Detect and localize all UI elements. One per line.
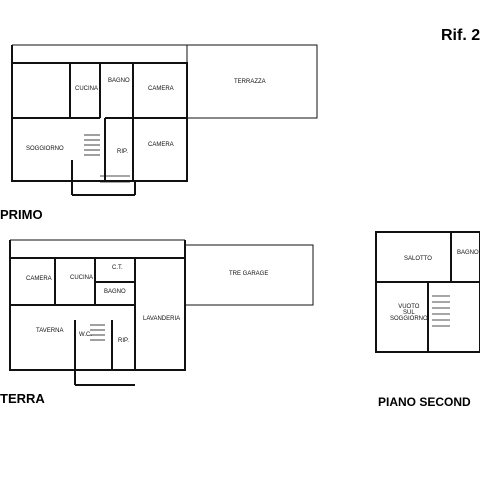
room-label: BAGNO — [104, 289, 126, 295]
stairs — [84, 134, 450, 341]
room-label: SALOTTO — [404, 256, 432, 262]
secondo-title: PIANO SECOND — [378, 395, 471, 409]
room-label: CUCINA — [75, 86, 99, 92]
terra-title: TERRA — [0, 391, 45, 406]
room-label: BAGNO — [457, 250, 479, 256]
room-label: CUCINA — [70, 275, 94, 281]
room-label: LAVANDERIA — [143, 316, 181, 322]
room-label: BAGNO — [108, 78, 130, 84]
room-label: RIP. — [117, 149, 128, 155]
room-label: TERRAZZA — [234, 79, 266, 85]
room-label: W.C. — [79, 332, 92, 338]
terrazza-outline — [186, 44, 318, 119]
room-label: CAMERA — [26, 276, 52, 282]
room-label: CAMERA — [148, 86, 174, 92]
room-label: TAVERNA — [36, 328, 64, 334]
room-label: CAMERA — [148, 142, 174, 148]
room-label: SOGGIORNO — [26, 146, 64, 152]
terra-outer-wall — [9, 257, 186, 371]
garage-outline — [184, 244, 314, 306]
reference-label: Rif. 2 — [441, 27, 480, 44]
room-label: C.T. — [112, 265, 123, 271]
room-label: TRE GARAGE — [229, 271, 269, 277]
room-label: RIP. — [118, 338, 129, 344]
room-label: VUOTO SUL SOGGIORNO — [390, 304, 428, 322]
primo-title: PRIMO — [0, 207, 43, 222]
